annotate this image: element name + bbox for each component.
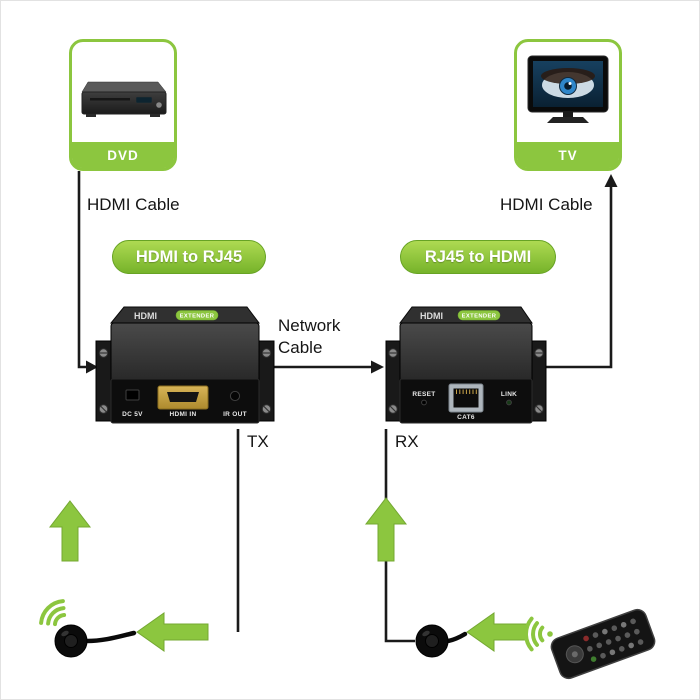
reset-control: RESET [412,391,435,406]
network-cable-label-line2: Cable [278,338,323,357]
dvd-source-box: DVD [69,39,177,171]
tv-label: TV [517,142,619,168]
tv-display-box: TV [514,39,622,171]
ir-out-label: IR OUT [223,411,247,418]
rj45-port: CAT6 [448,383,484,421]
dc-power-port: DC 5V [122,389,143,418]
extender-badge [457,310,501,321]
brand-text: HDMI [420,311,443,321]
network-wire [273,360,384,374]
rx-label: RX [395,432,419,451]
extender-badge [175,310,219,321]
banner-hdmi-to-rj45: HDMI to RJ45 [112,240,266,274]
tx-label: TX [247,432,269,451]
extender-badge-text: EXTENDER [462,314,497,320]
network-cable-label: Network Cable [278,315,340,359]
ir-signal-icon-right [524,616,553,652]
receiver-device: HDMI EXTENDER RESET CAT6 LINK [385,306,547,424]
hdmi-wire-right [546,174,618,369]
up-arrow-icon-right [364,497,408,562]
reset-label: RESET [412,391,435,398]
tv-icon [527,55,609,123]
mounting-flanges [385,340,547,422]
banner-rj45-to-hdmi: RJ45 to HDMI [400,240,556,274]
link-label: LINK [501,391,517,398]
cat6-label: CAT6 [457,414,475,421]
left-arrow-icon-left [136,612,209,652]
ir-out-port: IR OUT [223,390,247,418]
ir-signal-icon-left [39,599,67,627]
mounting-flanges [95,340,275,422]
ir-emitter-icon [54,624,137,658]
hdmi-in-port: HDMI IN [157,385,209,418]
ir-receiver-icon [415,624,468,658]
hdmi-in-label: HDMI IN [169,411,196,418]
hdmi-cable-label-right: HDMI Cable [500,195,593,214]
transmitter-device: HDMI EXTENDER DC 5V HDMI IN IR OUT [95,306,275,424]
network-cable-label-line1: Network [278,316,341,335]
extender-badge-text: EXTENDER [180,314,215,320]
hdmi-wire-left [77,171,98,374]
hdmi-cable-label-left: HDMI Cable [87,195,180,214]
dvd-player-icon [81,81,167,117]
left-arrow-icon-right [466,612,528,652]
brand-text: HDMI [134,311,157,321]
up-arrow-icon-left [48,500,92,562]
dvd-label: DVD [72,142,174,168]
remote-control-icon [550,608,656,680]
link-led: LINK [501,391,517,406]
dc-power-label: DC 5V [122,411,143,418]
